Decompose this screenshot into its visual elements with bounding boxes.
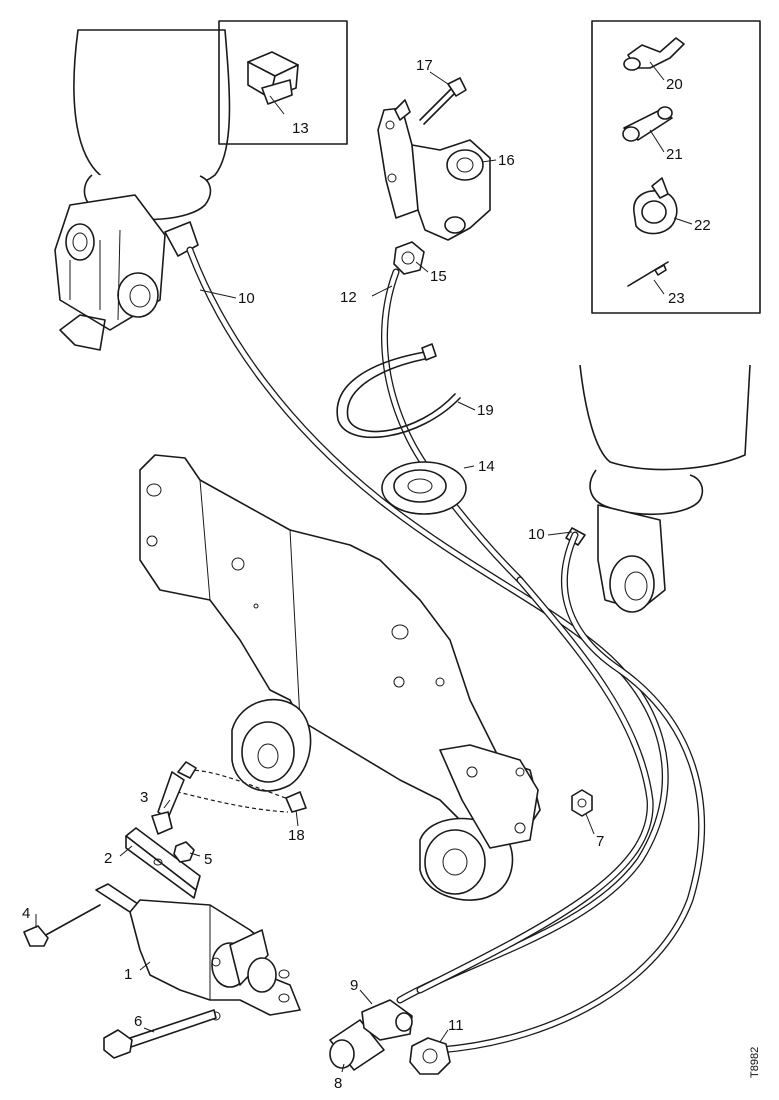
callout-16: 16	[498, 152, 515, 169]
callout-3: 3	[140, 789, 148, 806]
callout-2: 2	[104, 850, 112, 867]
callout-9: 9	[350, 977, 358, 994]
inset-box-13	[218, 20, 348, 145]
callout-19: 19	[477, 402, 494, 419]
callout-7: 7	[596, 833, 604, 850]
callout-5: 5	[204, 851, 212, 868]
callout-18: 18	[288, 827, 305, 844]
suspension-arm	[139, 454, 541, 901]
bracket-2-group	[125, 827, 201, 899]
callout-1: 1	[124, 966, 132, 983]
bracket-16-group	[377, 77, 491, 275]
callout-14: 14	[478, 458, 495, 475]
pipe-12-group	[336, 268, 524, 584]
callout-labels: 10 12 13 15 16 17 19 14 10 20 21 22 23 1…	[22, 57, 711, 1092]
nut-7	[571, 789, 593, 817]
linkage-3-18	[151, 761, 307, 835]
callout-10-left: 10	[238, 290, 255, 307]
right-air-spring	[565, 364, 751, 613]
callout-8: 8	[334, 1075, 342, 1092]
callout-15: 15	[430, 268, 447, 285]
callout-17: 17	[416, 57, 433, 74]
leader-lines	[35, 61, 693, 1073]
callout-11: 11	[448, 1017, 464, 1034]
inset-box-20-23	[591, 20, 761, 314]
callout-20: 20	[666, 76, 683, 93]
callout-21: 21	[666, 146, 683, 163]
reference-code: T8982	[749, 1047, 761, 1078]
callout-12: 12	[340, 289, 357, 306]
callout-10-right: 10	[528, 526, 545, 543]
left-air-spring	[54, 29, 231, 351]
callout-6: 6	[134, 1013, 142, 1030]
callout-23: 23	[668, 290, 685, 307]
callout-13: 13	[292, 120, 309, 137]
callout-4: 4	[22, 905, 30, 922]
sensor-bracket-1-group	[23, 883, 451, 1075]
hose-10-runs	[186, 246, 705, 1054]
callout-22: 22	[694, 217, 711, 234]
